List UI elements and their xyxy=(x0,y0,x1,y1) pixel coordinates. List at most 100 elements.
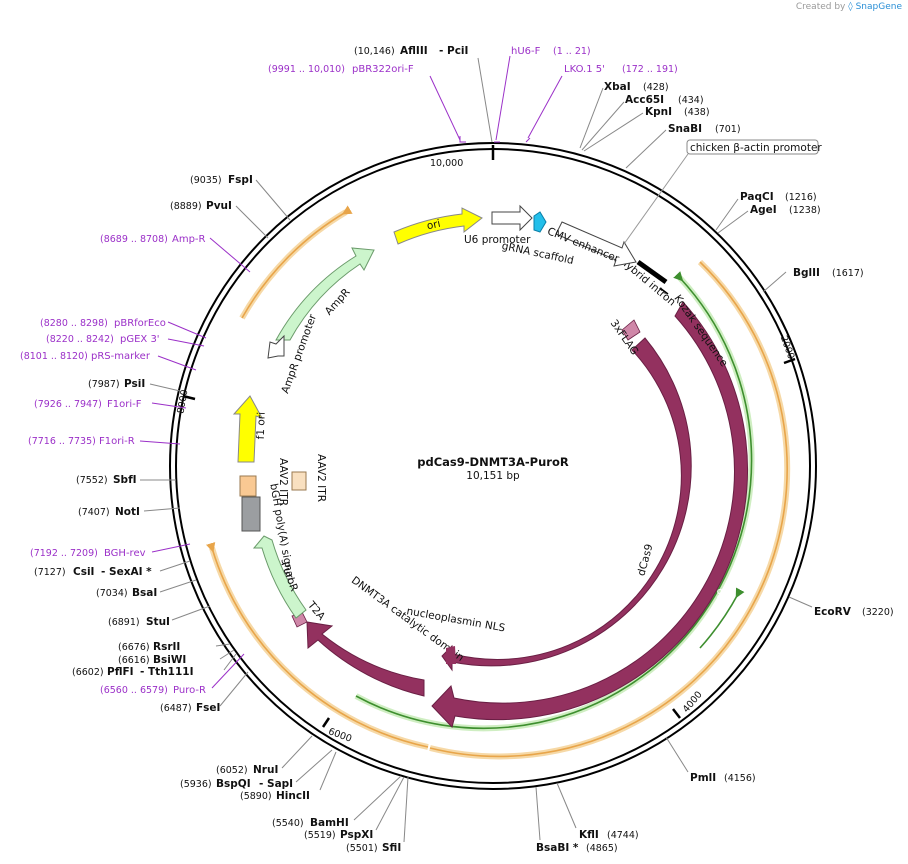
enzyme-pos-bsabi: (4865) xyxy=(586,843,618,854)
enzyme-name-sfii: SfiI xyxy=(382,842,401,854)
enzyme-labels: (10,146) AflIII - PciI XbaI (428) Acc65I… xyxy=(34,45,894,854)
enzyme-leader-hincii xyxy=(319,751,337,791)
enzyme-pos-pvui: (8889) xyxy=(170,201,202,212)
enzyme-pos-pflfi: (6602) xyxy=(72,667,104,678)
enzyme-leaders xyxy=(140,57,813,843)
enzyme-leader-kfli xyxy=(556,782,577,829)
enzyme-leader-aflIII xyxy=(477,57,493,143)
enzyme-leader-pmli xyxy=(665,736,689,773)
enzyme-name-bspqi: BspQI xyxy=(216,778,251,790)
enzyme-leader-pflfi xyxy=(223,653,237,671)
tick-label-6000: 6000 xyxy=(327,726,353,745)
orf-arc-right-green-line xyxy=(355,271,753,730)
enzyme-name-pflfi: PflFI xyxy=(107,666,134,678)
enzyme-pos-bglii: (1617) xyxy=(832,268,864,279)
tick-6000 xyxy=(321,717,331,728)
feature-ampr-promoter xyxy=(267,334,285,359)
tick-label-2000: 2000 xyxy=(778,334,797,360)
feature-3xflag xyxy=(621,319,641,341)
enzyme-pos-csii: (7127) xyxy=(34,567,66,578)
orf-arc-right-outer-line xyxy=(429,261,788,758)
primer-pos-hu6: (1 .. 21) xyxy=(553,46,591,57)
enzyme-name-ecorv: EcoRV xyxy=(814,606,852,618)
primer-name-pbr322ori: pBR322ori-F xyxy=(352,64,414,75)
enzyme-pos-noti: (7407) xyxy=(78,507,110,518)
tick-label-8000: 8000 xyxy=(175,389,190,415)
primer-name-lko1: LKO.1 5' xyxy=(564,64,605,75)
enzyme-name-nrui: NruI xyxy=(253,764,278,776)
primer-pos-prs: (8101 .. 8120) xyxy=(20,351,88,362)
primer-leader-pbrforeco xyxy=(167,321,207,339)
enzyme-pos-bsiwi: (6616) xyxy=(118,655,150,666)
orf-arc-right-green xyxy=(354,275,755,732)
enzyme-name-hincii: HincII xyxy=(276,790,310,802)
enzyme-pos-aflIII: (10,146) xyxy=(354,46,395,57)
backbone-ticks xyxy=(182,145,796,728)
primer-pos-pbrforeco: (8280 .. 8298) xyxy=(40,318,108,329)
orf-arc-left-lower xyxy=(209,547,429,750)
primer-leader-f1ori-r xyxy=(139,440,181,445)
enzyme-pos-hincii: (5890) xyxy=(240,791,272,802)
feature-label-ori: ori xyxy=(426,218,442,233)
enzyme-pos-pmli: (4156) xyxy=(724,773,756,784)
enzyme-name-stui: StuI xyxy=(146,616,170,628)
enzyme-name-fspi: FspI xyxy=(228,174,253,186)
enzyme-name-acc65i: Acc65I xyxy=(625,94,664,106)
enzyme-pos-snabi: (701) xyxy=(715,124,741,135)
enzyme-pos-fsei: (6487) xyxy=(160,703,192,714)
orf-arc-green-inner xyxy=(699,587,745,649)
enzyme-name-fsei: FseI xyxy=(196,702,220,714)
primer-mark-lko1 xyxy=(525,137,531,143)
primer-name-puro-r: Puro-R xyxy=(173,685,206,696)
enzyme-leader-kpni xyxy=(583,112,644,152)
enzyme-pos-rsrii: (6676) xyxy=(118,642,150,653)
enzyme-pos-agei: (1238) xyxy=(789,205,821,216)
primer-name-hu6: hU6-F xyxy=(511,46,541,57)
enzyme-name-kpni: KpnI xyxy=(645,106,672,118)
primer-pos-f1ori-r: (7716 .. 7735) xyxy=(28,436,96,447)
enzyme-leader-nrui xyxy=(281,735,313,769)
enzyme-pos-fspi: (9035) xyxy=(190,175,222,186)
enzyme-name-noti: NotI xyxy=(115,506,140,518)
primer-leader-pgex xyxy=(167,338,205,347)
feature-grna-scaffold xyxy=(533,211,547,233)
credit-brand: SnapGene xyxy=(855,2,902,12)
tick-8000 xyxy=(182,394,196,401)
enzyme-name-aflIII: AflIII xyxy=(400,45,428,57)
enzyme-name-paqci: PaqCI xyxy=(740,191,774,203)
enzyme-name-bsai: BsaI xyxy=(132,587,157,599)
primer-name-ampr: Amp-R xyxy=(172,234,206,245)
primer-name-f1ori-f: F1ori-F xyxy=(107,399,142,410)
orf-arc-left-upper-line xyxy=(241,205,353,319)
feature-leader-chicken-actin xyxy=(623,153,689,245)
enzyme-leader-paqci xyxy=(715,198,739,231)
enzyme-pos-nrui: (6052) xyxy=(216,765,248,776)
feature-bgh-polya xyxy=(241,496,261,532)
primer-leaders xyxy=(139,55,563,689)
plasmid-name: pdCas9-DNMT3A-PuroR xyxy=(417,455,569,469)
enzyme-leader-bglii xyxy=(762,271,787,293)
enzyme-name-bglii: BglII xyxy=(793,267,820,279)
enzyme-leader-xbaI xyxy=(579,87,604,149)
enzyme-pos-acc65i: (434) xyxy=(678,95,704,106)
enzyme-pos-kfli: (4744) xyxy=(607,830,639,841)
credit-prefix: Created by xyxy=(795,2,846,12)
feature-kozak-mark xyxy=(659,287,669,295)
primer-leader-prs xyxy=(157,355,197,371)
feature-aav2-itr-left xyxy=(239,475,257,497)
enzyme-leader-fspi xyxy=(255,179,291,221)
enzyme-leader-bsai xyxy=(159,579,197,593)
snapgene-logo-icon: ◊ xyxy=(848,2,853,12)
tick-label-10000: 10,000 xyxy=(430,158,463,169)
enzyme-pos-bspqi: (5936) xyxy=(180,779,212,790)
feature-dnmt3a xyxy=(306,621,425,697)
enzyme-pos-sfii: (5501) xyxy=(346,843,378,854)
feature-label-aav2-itr-right: AAV2 ITR xyxy=(315,454,327,502)
enzyme-leader-acc65i xyxy=(581,101,625,151)
enzyme-name-bsabi: BsaBI * xyxy=(536,842,579,854)
enzyme-leader-noti xyxy=(143,507,181,512)
enzyme-extra-csii: - SexAI * xyxy=(101,566,152,578)
feature-cmv-enhancer xyxy=(555,221,637,267)
enzyme-name-bsiwi: BsiWI xyxy=(153,654,186,666)
enzyme-leader-bamhi xyxy=(353,775,402,821)
